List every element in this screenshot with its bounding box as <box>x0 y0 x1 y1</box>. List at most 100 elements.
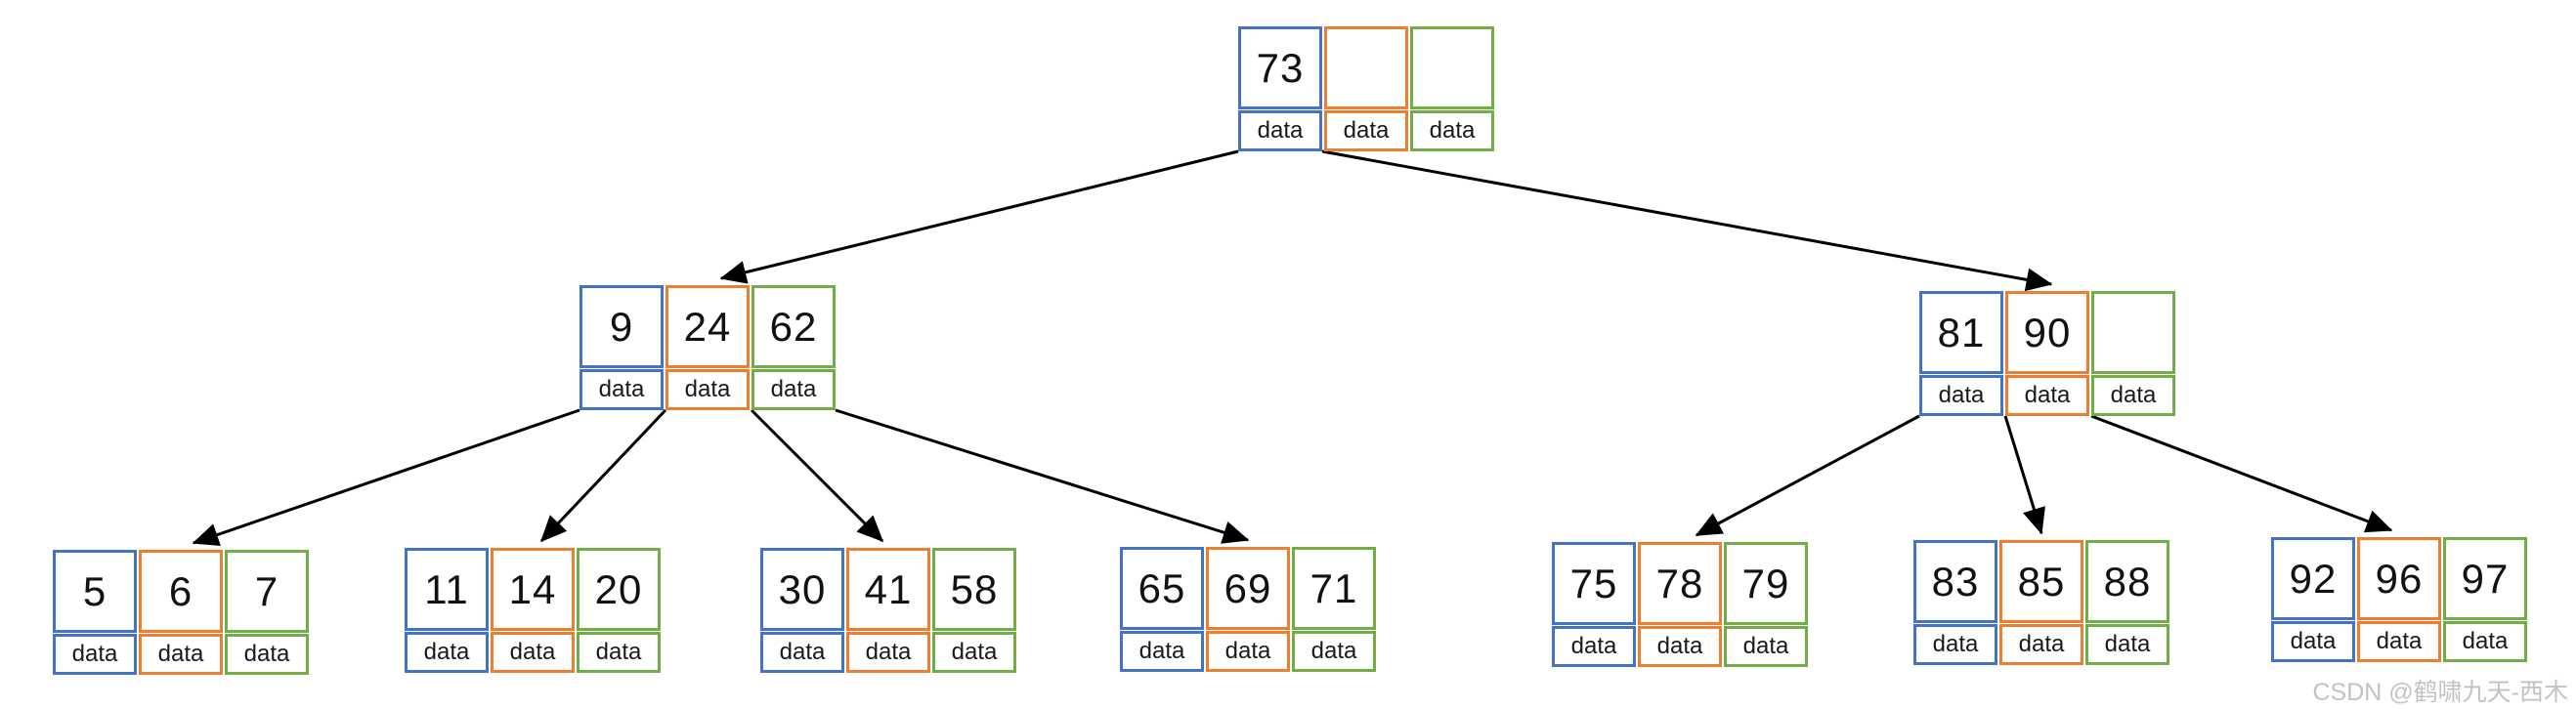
edge-arrow-internal-right-to-leaf-6 <box>2003 415 2045 535</box>
key-cell: 20 <box>577 548 661 631</box>
key-cell: 7 <box>225 550 309 633</box>
data-cell: data <box>1120 631 1204 672</box>
data-cell: data <box>751 369 836 410</box>
watermark: CSDN @鹤啸九天-西木 <box>2312 679 2569 706</box>
key-cell <box>2091 291 2175 374</box>
data-cell: data <box>577 632 661 673</box>
data-cell: data <box>1238 110 1322 151</box>
key-cell: 11 <box>405 548 489 631</box>
data-cell: data <box>1410 110 1494 151</box>
data-cell: data <box>1206 631 1290 672</box>
node-slot: data <box>1410 26 1494 151</box>
data-cell: data <box>1913 624 1997 665</box>
key-cell: 30 <box>760 548 844 631</box>
data-cell: data <box>2443 621 2527 662</box>
key-cell: 85 <box>1999 540 2083 623</box>
data-cell: data <box>760 632 844 673</box>
edge-arrow-root-to-internal-left <box>719 149 1239 284</box>
data-cell: data <box>2271 621 2355 662</box>
data-cell: data <box>405 632 489 673</box>
key-cell: 24 <box>665 285 750 368</box>
data-cell: data <box>932 632 1016 673</box>
key-cell: 14 <box>491 548 575 631</box>
data-cell: data <box>1324 110 1408 151</box>
edge-arrow-internal-right-to-leaf-5 <box>1695 414 1920 537</box>
key-cell: 65 <box>1120 547 1204 630</box>
edge-arrow-root-to-internal-right <box>1321 149 2053 292</box>
key-cell: 90 <box>2005 291 2089 374</box>
key-cell <box>1324 26 1408 109</box>
data-cell: data <box>491 632 575 673</box>
data-cell: data <box>1552 626 1636 667</box>
key-cell: 6 <box>139 550 223 633</box>
edge-arrow-internal-left-to-leaf-4 <box>835 408 1250 544</box>
data-cell: data <box>1724 626 1808 667</box>
key-cell: 81 <box>1919 291 2003 374</box>
data-cell: data <box>1292 631 1376 672</box>
data-cell: data <box>665 369 750 410</box>
key-cell: 88 <box>2085 540 2169 623</box>
node-slot: data <box>1324 26 1408 151</box>
key-cell: 83 <box>1913 540 1997 623</box>
data-cell: data <box>1919 375 2003 416</box>
key-cell: 5 <box>53 550 137 633</box>
key-cell: 79 <box>1724 542 1808 625</box>
edge-arrow-internal-left-to-leaf-3 <box>750 408 884 543</box>
key-cell: 58 <box>932 548 1016 631</box>
key-cell: 78 <box>1638 542 1722 625</box>
data-cell: data <box>2085 624 2169 665</box>
node-slot: data <box>2091 291 2175 416</box>
data-cell: data <box>2005 375 2089 416</box>
edge-arrow-internal-left-to-leaf-1 <box>192 408 580 547</box>
key-cell: 96 <box>2357 537 2441 620</box>
edge-arrow-internal-right-to-leaf-7 <box>2090 414 2393 533</box>
key-cell: 62 <box>751 285 836 368</box>
key-cell: 73 <box>1238 26 1322 109</box>
data-cell: data <box>2091 375 2175 416</box>
data-cell: data <box>53 634 137 675</box>
key-cell: 9 <box>580 285 664 368</box>
data-cell: data <box>139 634 223 675</box>
key-cell: 69 <box>1206 547 1290 630</box>
key-cell: 97 <box>2443 537 2527 620</box>
data-cell: data <box>1999 624 2083 665</box>
key-cell: 71 <box>1292 547 1376 630</box>
data-cell: data <box>846 632 930 673</box>
data-cell: data <box>580 369 664 410</box>
key-cell: 41 <box>846 548 930 631</box>
